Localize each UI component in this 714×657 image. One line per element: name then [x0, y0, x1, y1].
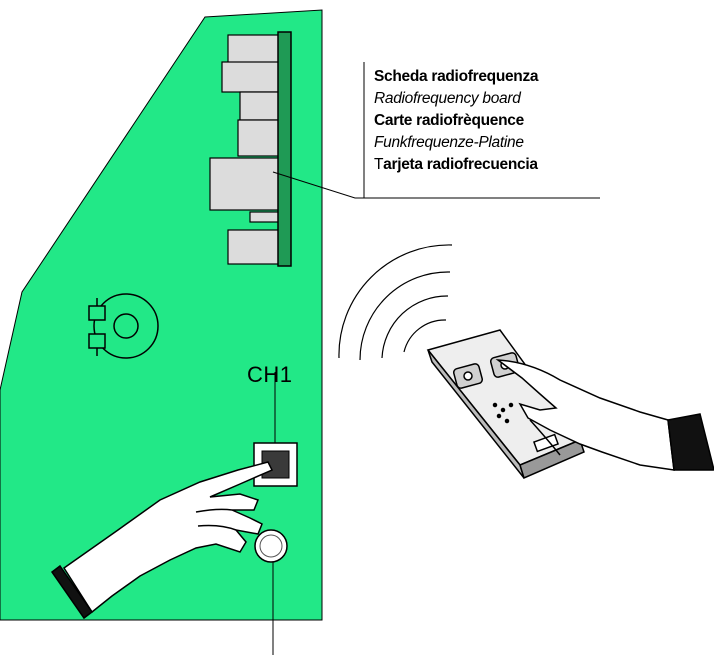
hand-holding-remote-icon: [495, 359, 714, 471]
label-spanish-rest: arjeta radiofrecuencia: [383, 156, 538, 173]
board-label-block: Scheda radiofrequenza Radiofrequency boa…: [374, 66, 614, 176]
radiofrequency-board: [209, 31, 292, 267]
label-italian: Scheda radiofrequenza: [374, 68, 539, 85]
ch1-button[interactable]: [253, 442, 298, 487]
ch1-label: CH1: [247, 362, 293, 387]
label-german: Funkfrequenze-Platine: [374, 134, 524, 151]
radio-waves-icon: [338, 244, 453, 361]
label-spanish: Tarjeta radiofrecuencia: [374, 154, 614, 176]
label-french: Carte radiofrèquence: [374, 112, 524, 129]
led-indicator: [254, 529, 288, 563]
label-english: Radiofrequency board: [374, 90, 521, 107]
hand-pressing-button-icon: [50, 461, 274, 620]
trimmer-component: [88, 293, 159, 359]
label-spanish-initial: T: [374, 156, 384, 173]
board-label-leader: [272, 171, 600, 199]
remote-control-icon: [426, 329, 585, 480]
